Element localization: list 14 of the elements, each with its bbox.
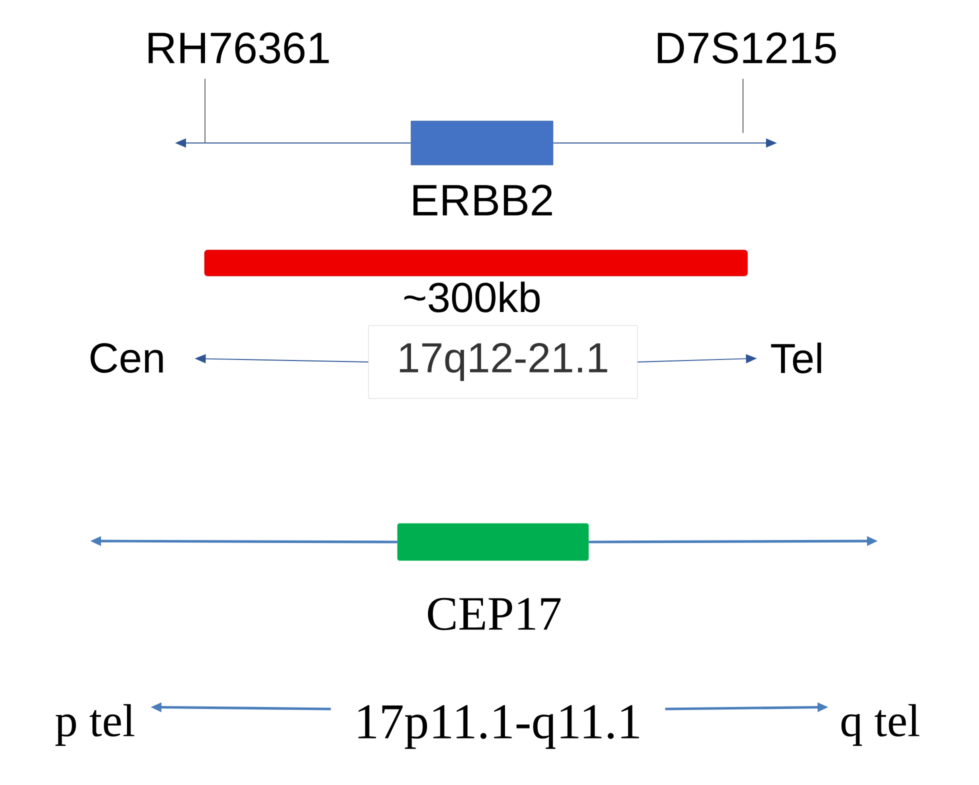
end-label: Tel [771,342,822,374]
leader-line [204,78,206,144]
region-box: 17q12-21.1 [368,325,638,399]
node-label: CEP17 [428,598,561,630]
end-label: q tel [841,704,920,746]
node-label: ~300kb [404,282,540,312]
probe-bar: CEP17 [397,523,589,630]
end-label: Cen [90,343,163,373]
region-label: 17p11.1-q11.1 [358,705,639,749]
marker-label: RH76361 [148,32,329,64]
leader-line [742,78,744,134]
end-label: p tel [56,704,134,746]
marker-label: D7S1215 [658,32,836,64]
probe-bar: ~300kb [204,250,748,312]
